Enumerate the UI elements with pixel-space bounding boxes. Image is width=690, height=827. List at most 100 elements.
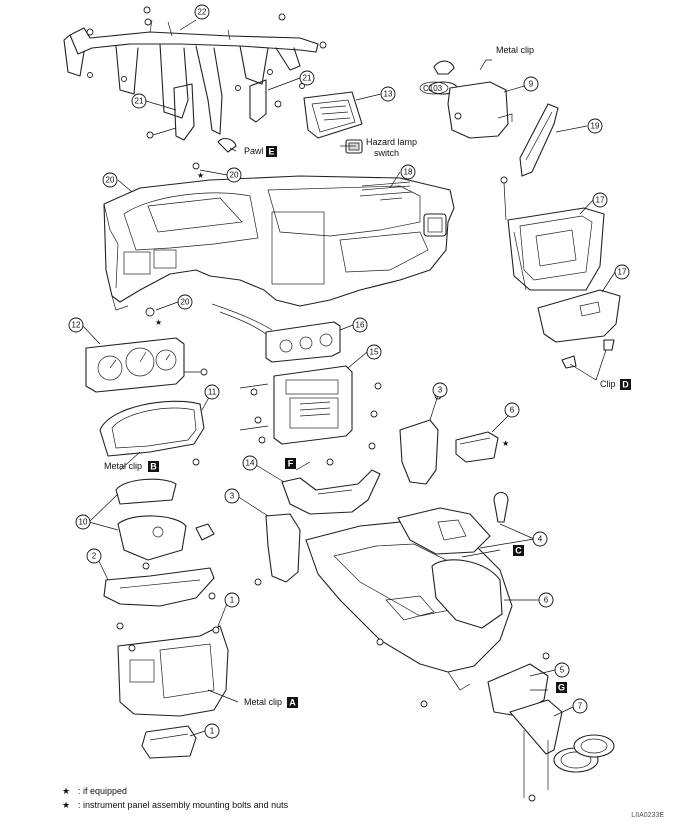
callout-4: 4	[532, 531, 548, 547]
svg-text:17: 17	[596, 196, 605, 205]
svg-text:7: 7	[578, 702, 583, 711]
center-vent-cluster	[303, 91, 363, 154]
metal-clip-top-assembly	[428, 60, 513, 139]
reference-code: LIIA0233E	[631, 812, 664, 819]
callout-5: 5	[554, 662, 570, 678]
svg-text:E: E	[268, 147, 274, 157]
svg-text:11: 11	[208, 388, 217, 397]
instrument-panel-assembly	[103, 162, 455, 317]
shift-boot-finisher	[397, 491, 509, 555]
bracket-right	[249, 79, 282, 123]
console-side-panel-left	[254, 513, 301, 586]
clip-d-box: D	[620, 379, 631, 390]
panel-top-cover	[361, 181, 411, 187]
steering-column-cover	[115, 478, 215, 561]
callout-16: 16	[352, 317, 368, 333]
metal-clip-b-label: Metal clip	[104, 461, 142, 471]
svg-text:9: 9	[529, 80, 534, 89]
callout-13: 13	[380, 86, 396, 102]
heater-control	[211, 303, 341, 363]
svg-text:2: 2	[92, 552, 97, 561]
callout-6-ashtray: 6	[504, 402, 520, 418]
metal-clip-b-box: B	[148, 461, 159, 472]
svg-text:4: 4	[538, 535, 543, 544]
star-marker-bottom: ★	[155, 318, 162, 327]
ashtray	[455, 431, 499, 463]
legend-mounting-bolts: ★: instrument panel assembly mounting bo…	[62, 800, 289, 810]
svg-text:3: 3	[438, 386, 443, 395]
svg-text:20: 20	[181, 298, 190, 307]
callout-20-bottom: 20	[177, 294, 193, 310]
callout-20-top: 20	[226, 167, 242, 183]
hazard-lamp-switch-label-1: Hazard lamp	[366, 137, 417, 147]
callout-18: 18	[400, 164, 416, 180]
callout-22: 22	[194, 4, 210, 20]
instrument-pocket	[141, 725, 197, 759]
svg-text:C103: C103	[423, 84, 443, 93]
pillar-trim	[519, 103, 559, 177]
callout-17-bottom: 17	[614, 264, 630, 280]
cup-holder	[509, 699, 615, 802]
clip-d-parts	[561, 339, 615, 369]
svg-text:D: D	[622, 380, 629, 390]
svg-text:1: 1	[230, 596, 235, 605]
svg-text:F: F	[288, 459, 294, 469]
svg-text:21: 21	[135, 97, 144, 106]
callout-9: 9	[523, 76, 539, 92]
c103-connector-label: C103	[419, 81, 449, 95]
callout-3-left: 3	[224, 488, 240, 504]
star-marker-top: ★	[197, 171, 204, 180]
f-box: F	[285, 458, 296, 469]
hazard-lamp-switch-label-2: switch	[374, 148, 399, 158]
callout-7: 7	[572, 698, 588, 714]
svg-text:19: 19	[591, 122, 600, 131]
callout-19: 19	[587, 118, 603, 134]
lower-instrument-panel	[117, 625, 229, 717]
glove-box-housing	[500, 176, 605, 291]
svg-text:6: 6	[510, 406, 515, 415]
svg-text:5: 5	[560, 666, 565, 675]
svg-text:14: 14	[246, 459, 255, 468]
svg-text:22: 22	[198, 8, 207, 17]
lower-center-trim	[281, 469, 381, 515]
legend-if-equipped: ★: if equipped	[62, 786, 128, 796]
metal-clip-a-label: Metal clip	[244, 697, 282, 707]
svg-text:10: 10	[79, 518, 88, 527]
svg-text:17: 17	[618, 268, 627, 277]
svg-text:3: 3	[230, 492, 235, 501]
legend-star-icon: ★	[62, 800, 71, 810]
pawl-box: E	[266, 146, 277, 157]
callout-11: 11	[204, 384, 220, 400]
g-box: G	[556, 682, 567, 693]
svg-text:6: 6	[544, 596, 549, 605]
callout-20-left: 20	[102, 172, 118, 188]
cluster-lid-c	[239, 365, 382, 466]
console-side-panel-right	[399, 392, 442, 485]
callout-21-left: 21	[131, 93, 147, 109]
svg-text:1: 1	[210, 727, 215, 736]
callout-17-top: 17	[592, 192, 608, 208]
knee-protector	[103, 562, 216, 630]
svg-text:A: A	[289, 698, 296, 708]
svg-text:16: 16	[356, 321, 365, 330]
svg-text:C: C	[515, 546, 522, 556]
svg-text:20: 20	[230, 171, 239, 180]
clip-label: Clip	[600, 379, 616, 389]
callout-14: 14	[242, 455, 258, 471]
bracket-left	[146, 83, 195, 141]
star-marker-ashtray: ★	[502, 439, 509, 448]
svg-text:13: 13	[384, 90, 393, 99]
metal-clip-top-label: Metal clip	[496, 45, 534, 55]
callout-15: 15	[366, 344, 382, 360]
svg-text:21: 21	[303, 74, 312, 83]
console-rear-finisher	[487, 652, 550, 717]
callout-12: 12	[68, 317, 84, 333]
svg-text:15: 15	[370, 348, 379, 357]
combination-meter	[85, 337, 208, 393]
callout-2: 2	[86, 548, 102, 564]
callout-1-upper: 1	[224, 592, 240, 608]
legend-star-icon: ★	[62, 786, 71, 796]
callout-10: 10	[75, 514, 91, 530]
svg-text:20: 20	[106, 176, 115, 185]
